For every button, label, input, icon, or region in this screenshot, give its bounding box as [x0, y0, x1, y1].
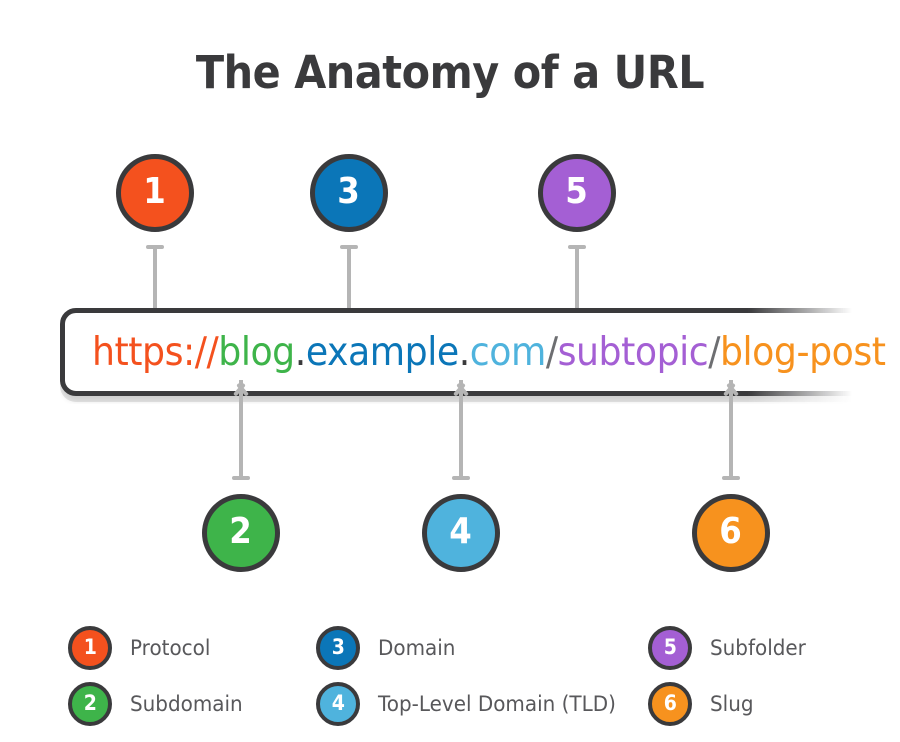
connector-arrow-2 [228, 380, 254, 480]
callout-badge-3: 3 [310, 154, 388, 232]
legend-badge-5: 5 [648, 626, 692, 670]
arrow-shaft [729, 380, 733, 480]
url-part-dot-2: . [458, 329, 471, 375]
legend-item-slug: 6 Slug [648, 682, 868, 726]
callout-badge-2: 2 [202, 494, 280, 572]
legend-item-tld: 4 Top-Level Domain (TLD) [316, 682, 648, 726]
url-part-tld: com [469, 329, 547, 375]
legend-badge-4: 4 [316, 682, 360, 726]
url-bar-container [60, 308, 880, 404]
legend-label-protocol: Protocol [130, 636, 211, 660]
url-part-subfolder: subtopic [557, 329, 709, 375]
arrow-shaft [239, 380, 243, 480]
legend-badge-1: 1 [68, 626, 112, 670]
legend-badge-2-number: 2 [83, 690, 97, 715]
legend: 1 Protocol 3 Domain 5 Subfolder 2 Subdom… [68, 620, 868, 732]
arrow-head-up [452, 379, 470, 391]
callout-badge-1-number: 1 [143, 171, 167, 212]
connector-arrow-6 [718, 380, 744, 480]
connector-arrow-5 [564, 245, 590, 340]
url-part-domain: example [305, 329, 459, 375]
legend-label-tld: Top-Level Domain (TLD) [378, 692, 616, 716]
callout-badge-4: 4 [422, 494, 500, 572]
arrow-cap [568, 245, 586, 249]
callout-badge-6-number: 6 [719, 511, 743, 552]
url-bar[interactable] [60, 308, 880, 396]
url-part-dot-1: . [294, 329, 307, 375]
legend-badge-5-number: 5 [663, 634, 677, 659]
legend-label-domain: Domain [378, 636, 456, 660]
callout-badge-1: 1 [116, 154, 194, 232]
legend-item-protocol: 1 Protocol [68, 626, 316, 670]
arrow-cap [340, 245, 358, 249]
callout-badge-3-number: 3 [337, 171, 361, 212]
legend-item-subfolder: 5 Subfolder [648, 626, 868, 670]
url-part-slash-2: / [708, 329, 720, 375]
url-part-slug: blog-post [719, 329, 886, 375]
callout-badge-5: 5 [538, 154, 616, 232]
callout-badge-2-number: 2 [229, 511, 253, 552]
legend-label-slug: Slug [710, 692, 754, 716]
legend-label-subdomain: Subdomain [130, 692, 243, 716]
legend-badge-3-number: 3 [331, 634, 345, 659]
arrow-shaft [459, 380, 463, 480]
legend-badge-4-number: 4 [331, 690, 345, 715]
callout-badge-6: 6 [692, 494, 770, 572]
url-part-subdomain: blog [218, 329, 295, 375]
url-part-slash-1: / [545, 329, 558, 375]
legend-item-domain: 3 Domain [316, 626, 648, 670]
legend-badge-1-number: 1 [83, 634, 97, 659]
legend-label-subfolder: Subfolder [710, 636, 806, 660]
url-string: https:// blog . example . com / subtopic… [92, 308, 886, 396]
arrow-shaft [575, 245, 579, 340]
connector-arrow-1 [142, 245, 168, 340]
callout-badge-5-number: 5 [565, 171, 589, 212]
arrow-shaft [153, 245, 157, 340]
connector-arrow-4 [448, 380, 474, 480]
arrow-head-up [232, 379, 250, 391]
legend-badge-2: 2 [68, 682, 112, 726]
legend-item-subdomain: 2 Subdomain [68, 682, 316, 726]
legend-badge-3: 3 [316, 626, 360, 670]
arrow-cap [232, 476, 250, 480]
arrow-cap [722, 476, 740, 480]
arrow-head-up [722, 379, 740, 391]
legend-badge-6: 6 [648, 682, 692, 726]
connector-arrow-3 [336, 245, 362, 340]
arrow-cap [452, 476, 470, 480]
legend-badge-6-number: 6 [663, 690, 677, 715]
page-title: The Anatomy of a URL [195, 46, 705, 99]
arrow-shaft [347, 245, 351, 340]
arrow-cap [146, 245, 164, 249]
callout-badge-4-number: 4 [449, 511, 473, 552]
url-part-protocol: https:// [92, 329, 219, 375]
